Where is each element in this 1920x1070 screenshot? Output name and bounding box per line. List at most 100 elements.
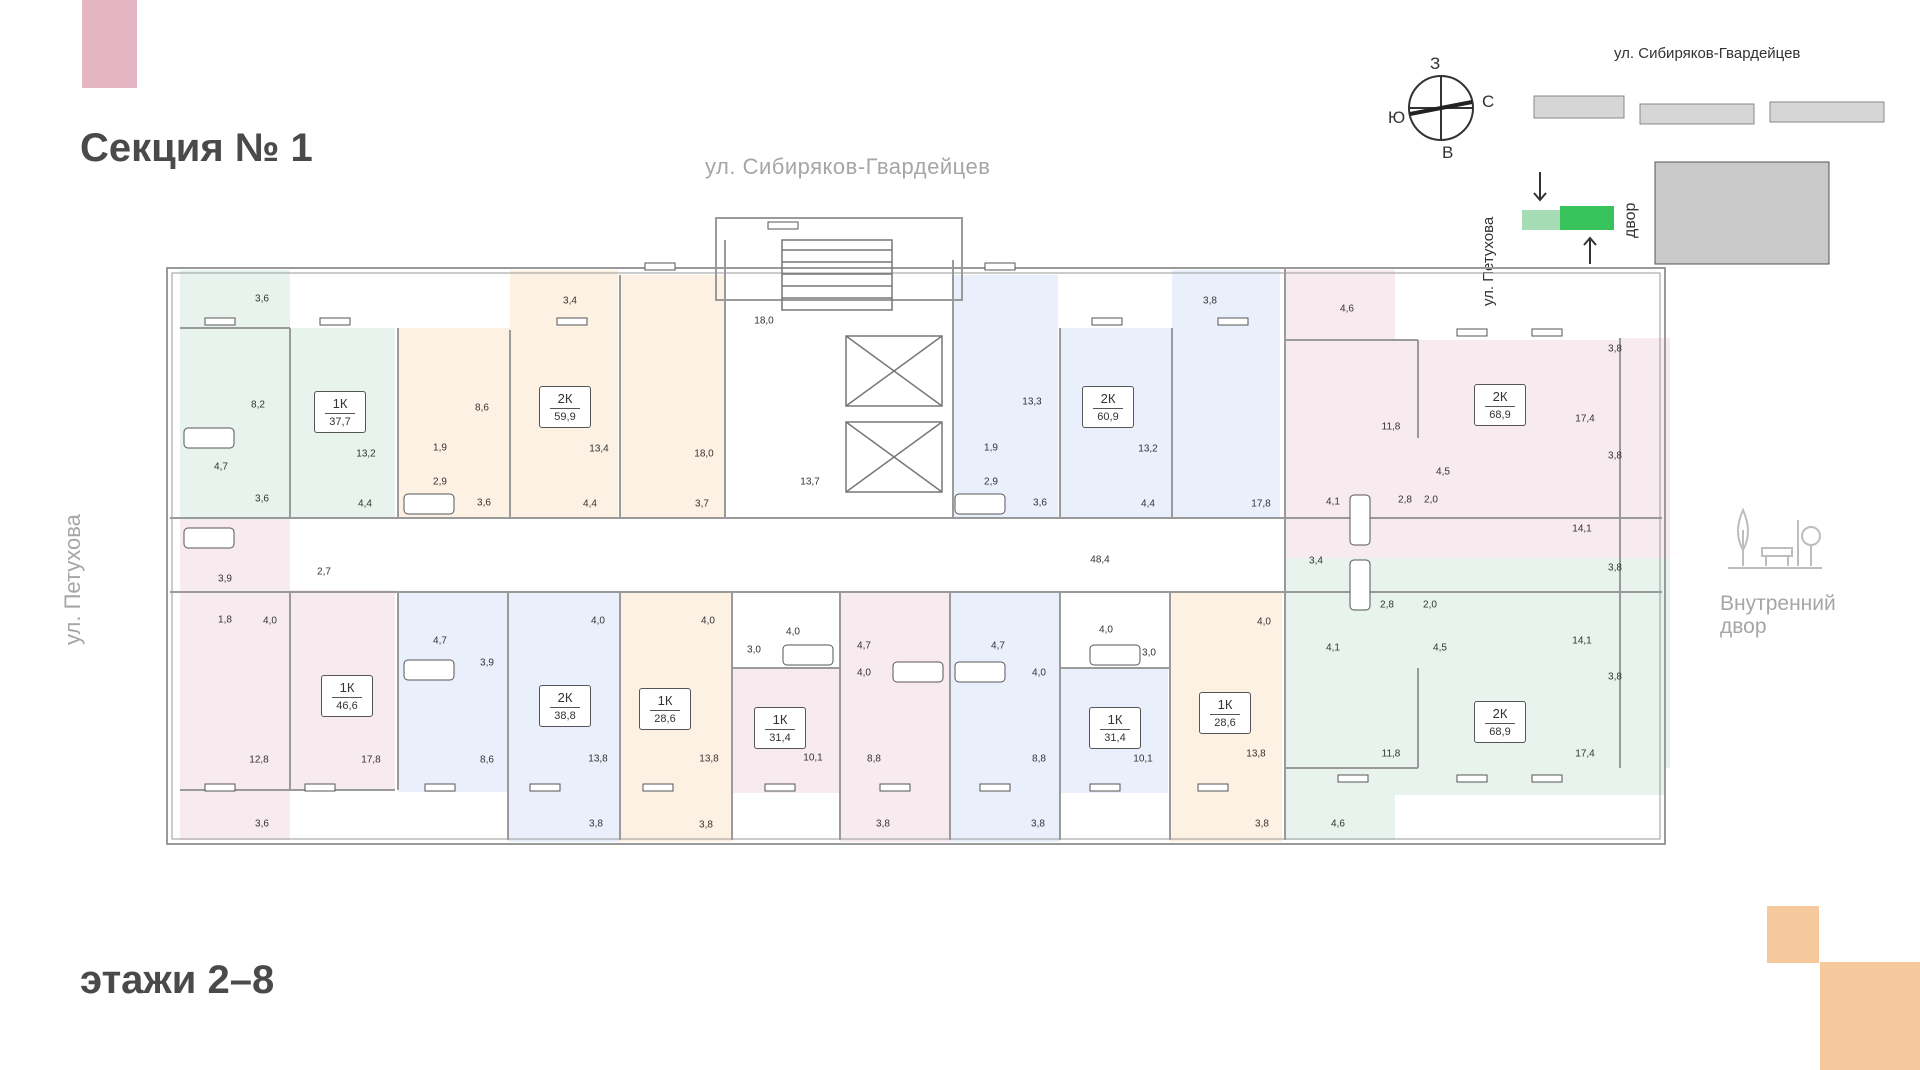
apartment-divider (1093, 407, 1123, 409)
room-area-label: 2,9 (433, 476, 447, 488)
room-area-label: 3,8 (1608, 343, 1622, 355)
apartment-divider (325, 412, 355, 414)
decor-pink-block (82, 0, 137, 88)
section-title: Секция № 1 (80, 126, 313, 170)
apartment-divider (765, 728, 795, 730)
apartment-type: 1К (1217, 696, 1233, 712)
compass-west-label: Ю (1388, 108, 1406, 127)
room-area-label: 4,0 (591, 615, 605, 627)
room-area-label: 4,0 (1257, 616, 1271, 628)
apartment-label-a3: 2К 60,9 (1082, 386, 1134, 428)
apartment-type: 1К (339, 679, 355, 695)
inner-yard-label: Внутренний двор (1720, 592, 1900, 638)
room-area-label: 18,0 (694, 448, 714, 460)
room-area-label: 4,7 (214, 461, 228, 473)
apartment-divider (650, 709, 680, 711)
room-area-label: 8,8 (867, 753, 881, 765)
apartment-divider (550, 706, 580, 708)
room-area-label: 8,6 (480, 754, 494, 766)
room-area-label: 17,8 (361, 754, 381, 766)
apartment-type: 1К (657, 692, 673, 708)
apartment-type: 2К (1100, 390, 1116, 406)
room-area-label: 4,0 (701, 615, 715, 627)
street-label-top: ул. Сибиряков-Гвардейцев (705, 154, 991, 179)
room-area-label: 8,6 (475, 402, 489, 414)
apartment-divider (1100, 728, 1130, 730)
inner-yard-line1: Внутренний (1720, 592, 1836, 615)
park-icon (1728, 507, 1822, 569)
room-area-label: 2,7 (317, 566, 331, 578)
room-area-label: 4,4 (358, 498, 372, 510)
room-area-label: 3,4 (563, 295, 577, 307)
room-area-label: 11,8 (1381, 421, 1401, 433)
room-area-label: 18,0 (754, 315, 774, 327)
room-area-label: 4,1 (1326, 642, 1340, 654)
room-area-label: 1,9 (984, 442, 998, 454)
room-area-label: 2,0 (1424, 494, 1438, 506)
room-area-label: 4,6 (1331, 818, 1345, 830)
room-area-label: 4,1 (1326, 496, 1340, 508)
room-area-label: 13,8 (588, 753, 608, 765)
room-area-label: 4,5 (1436, 466, 1450, 478)
room-area-label: 2,8 (1398, 494, 1412, 506)
room-area-label: 17,8 (1251, 498, 1271, 510)
apartment-area: 60,9 (1097, 410, 1119, 423)
room-area-label: 4,6 (1340, 303, 1354, 315)
apartment-divider (1485, 722, 1515, 724)
room-area-label: 13,8 (1246, 748, 1266, 760)
apartment-area: 59,9 (554, 410, 576, 423)
room-area-label: 12,8 (249, 754, 269, 766)
room-area-label: 3,6 (255, 493, 269, 505)
apartment-divider (1485, 405, 1515, 407)
room-area-label: 14,1 (1572, 523, 1592, 535)
room-area-label: 3,4 (1309, 555, 1323, 567)
room-area-label: 3,8 (589, 818, 603, 830)
apartment-area: 37,7 (329, 415, 351, 428)
room-area-label: 8,8 (1032, 753, 1046, 765)
room-area-label: 4,4 (583, 498, 597, 510)
walls (166, 217, 1666, 845)
apartment-label-a7: 1К 28,6 (639, 688, 691, 730)
apartment-area: 31,4 (1104, 731, 1126, 744)
room-area-label: 3,8 (1203, 295, 1217, 307)
room-area-label: 4,7 (433, 635, 447, 647)
compass-north-label: З (1430, 54, 1441, 73)
apartment-type: 2К (1492, 388, 1508, 404)
apartment-area: 28,6 (1214, 716, 1236, 729)
apartment-area: 28,6 (654, 712, 676, 725)
room-area-label: 13,4 (589, 443, 609, 455)
room-area-label: 3,8 (876, 818, 890, 830)
room-area-label: 17,4 (1575, 748, 1595, 760)
room-area-label: 10,1 (803, 752, 823, 764)
apartment-type: 2К (1492, 705, 1508, 721)
room-area-label: 17,4 (1575, 413, 1595, 425)
room-area-label: 13,3 (1022, 396, 1042, 408)
room-area-label: 4,0 (786, 626, 800, 638)
room-area-label: 3,0 (1142, 647, 1156, 659)
compass-south-label: В (1442, 143, 1454, 162)
room-area-label: 13,2 (356, 448, 376, 460)
room-area-label: 3,6 (1033, 497, 1047, 509)
room-area-label: 13,8 (699, 753, 719, 765)
room-area-label: 3,6 (255, 818, 269, 830)
room-area-label: 14,1 (1572, 635, 1592, 647)
apartment-divider (550, 407, 580, 409)
floors-label: этажи 2–8 (80, 958, 275, 1002)
apartment-zones (180, 270, 1670, 842)
apartment-divider (1210, 713, 1240, 715)
room-area-label: 3,8 (1608, 562, 1622, 574)
room-area-label: 8,2 (251, 399, 265, 411)
bathtub-icons (183, 427, 1371, 683)
room-area-label: 13,7 (800, 476, 820, 488)
room-area-label: 2,0 (1423, 599, 1437, 611)
room-area-label: 3,6 (255, 293, 269, 305)
apartment-divider (332, 696, 362, 698)
